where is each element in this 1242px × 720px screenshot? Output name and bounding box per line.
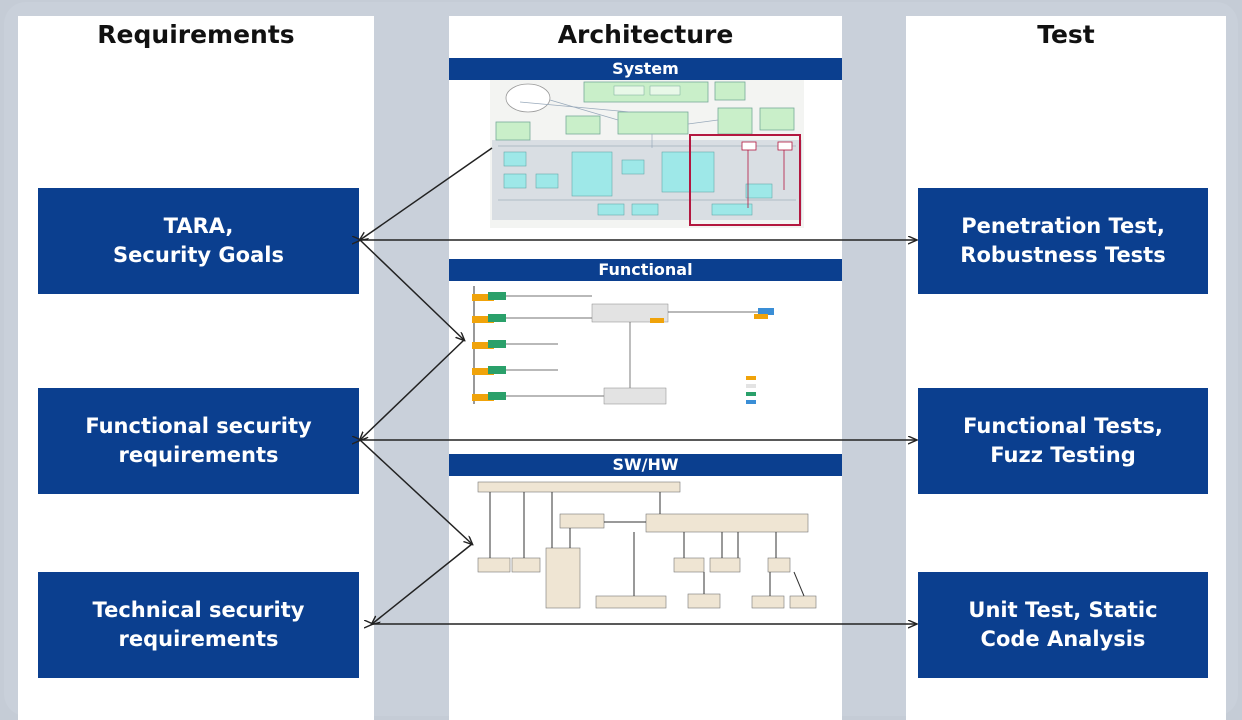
arrow-tara-to-functional [359, 239, 464, 340]
penetration-robustness-tests-box: Penetration Test, Robustness Tests [918, 188, 1208, 294]
arrow-system-to-tara [360, 147, 493, 240]
test-title: Test [1037, 20, 1095, 49]
system-section-bar: System [449, 58, 842, 80]
arrow-funcreq-to-swhw [359, 439, 472, 544]
architecture-title: Architecture [557, 20, 734, 49]
arrow-functional-to-req [360, 339, 465, 440]
system-diagram-thumbnail [490, 80, 804, 228]
functional-diagram-thumbnail [468, 282, 818, 416]
swhw-section-bar: SW/HW [449, 454, 842, 476]
functional-section-bar: Functional [449, 259, 842, 281]
tara-security-goals-box: TARA, Security Goals [38, 188, 359, 294]
swhw-diagram-thumbnail [474, 478, 820, 610]
swhw-diagram-graphic [474, 478, 820, 610]
technical-security-requirements-box: Technical security requirements [38, 572, 359, 678]
functional-security-requirements-box: Functional security requirements [38, 388, 359, 494]
unit-static-analysis-box: Unit Test, Static Code Analysis [918, 572, 1208, 678]
arrow-swhw-to-techreq [372, 543, 473, 624]
functional-fuzz-tests-box: Functional Tests, Fuzz Testing [918, 388, 1208, 494]
system-diagram-graphic [490, 80, 804, 228]
functional-diagram-graphic [468, 282, 818, 416]
requirements-title: Requirements [97, 20, 295, 49]
